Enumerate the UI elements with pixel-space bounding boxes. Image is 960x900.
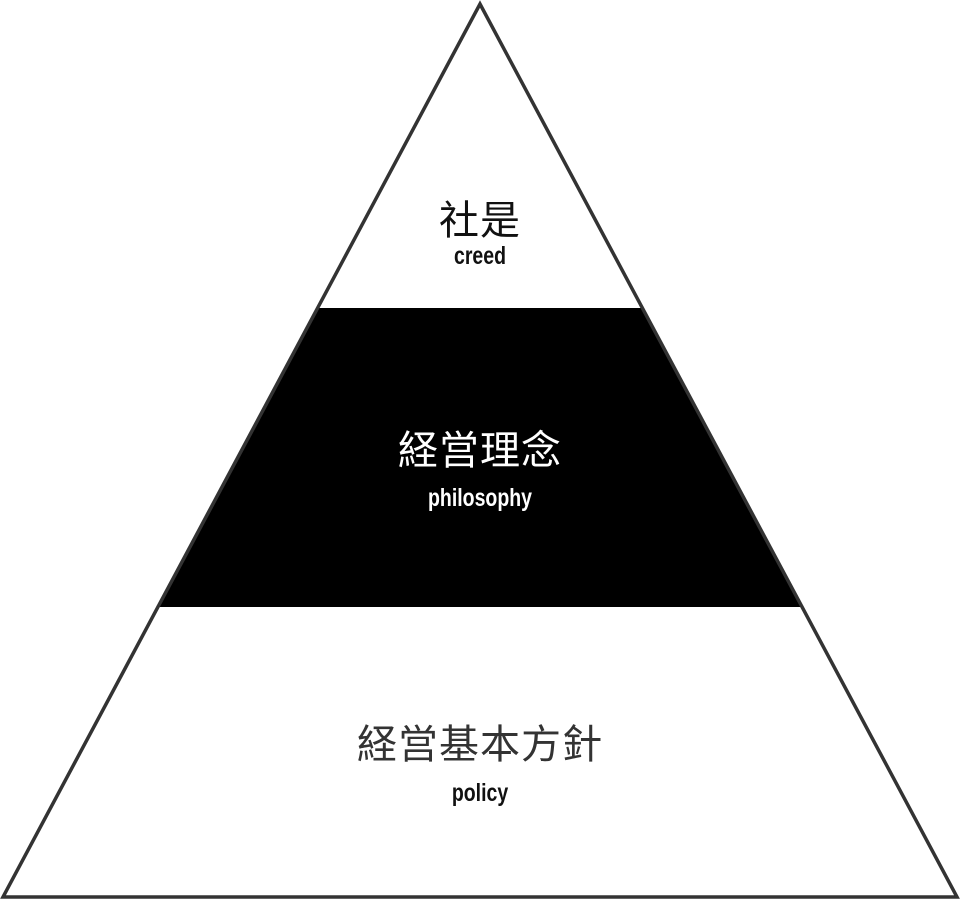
middle-tier-band bbox=[158, 308, 802, 607]
tier-top-title: 社是 bbox=[439, 198, 521, 244]
tier-bottom-title: 経営基本方針 bbox=[357, 722, 603, 768]
tier-middle-subtitle: philosophy bbox=[427, 484, 532, 512]
tier-middle-title: 経営理念 bbox=[398, 428, 562, 474]
tier-top-subtitle: creed bbox=[453, 242, 507, 270]
tier-bottom-subtitle: policy bbox=[451, 779, 509, 807]
